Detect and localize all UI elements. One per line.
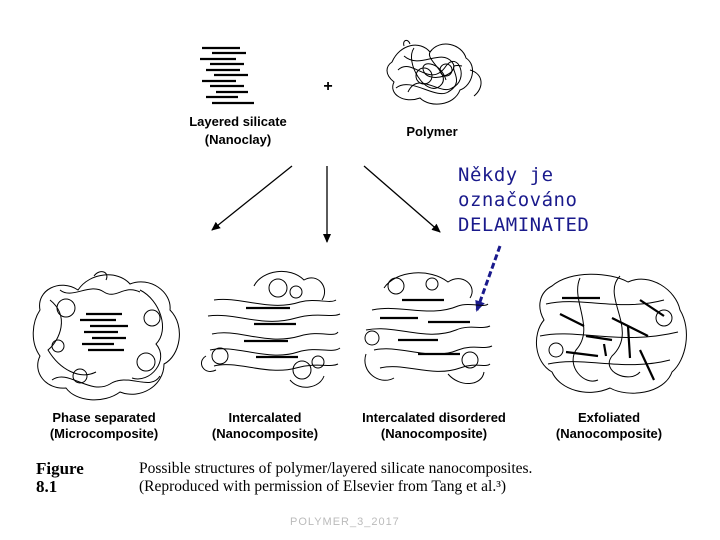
structure-type: (Microcomposite) [49,426,159,441]
delaminated-note: Někdy je označováno DELAMINATED [458,163,589,238]
structure-type: (Nanocomposite) [380,426,488,441]
process-arrows [211,165,441,243]
structure-name: Intercalated disordered [362,410,506,425]
slide-footer: POLYMER_3_2017 [290,516,400,528]
structure-phase-separated [32,271,180,401]
caption-line-2: (Reproduced with permission of Elsevier … [139,478,506,495]
layered-silicate-subtitle: (Nanoclay) [204,132,272,147]
structure-label-intercalated: Intercalated (Nanocomposite) [190,410,340,442]
structure-label-phase-separated: Phase separated (Microcomposite) [24,410,184,442]
structure-exfoliated [535,273,687,394]
figure-number: Figure 8.1 [36,459,84,496]
structure-label-exfoliated: Exfoliated (Nanocomposite) [534,410,684,442]
layered-silicate-stack [200,46,254,105]
note-line-1: Někdy je [458,164,554,186]
note-line-3: DELAMINATED [458,214,590,236]
structure-name: Exfoliated [577,410,641,425]
structure-label-intercalated-disordered: Intercalated disordered (Nanocomposite) [342,410,526,442]
polymer-tangle [386,39,482,105]
structure-name: Phase separated [52,410,156,425]
polymer-label: Polymer [406,124,458,139]
structure-name: Intercalated [228,410,302,425]
layered-silicate-label: Layered silicate (Nanoclay) [170,114,306,148]
structure-intercalated-disordered [364,272,493,384]
layered-silicate-title: Layered silicate [189,114,287,129]
annotation-arrow [475,245,502,312]
structure-type: (Nanocomposite) [211,426,319,441]
plus-sign: + [323,78,333,95]
caption-line-1: Possible structures of polymer/layered s… [139,460,533,477]
structure-type: (Nanocomposite) [555,426,663,441]
note-line-2: označováno [458,189,578,211]
structure-intercalated [201,270,341,388]
